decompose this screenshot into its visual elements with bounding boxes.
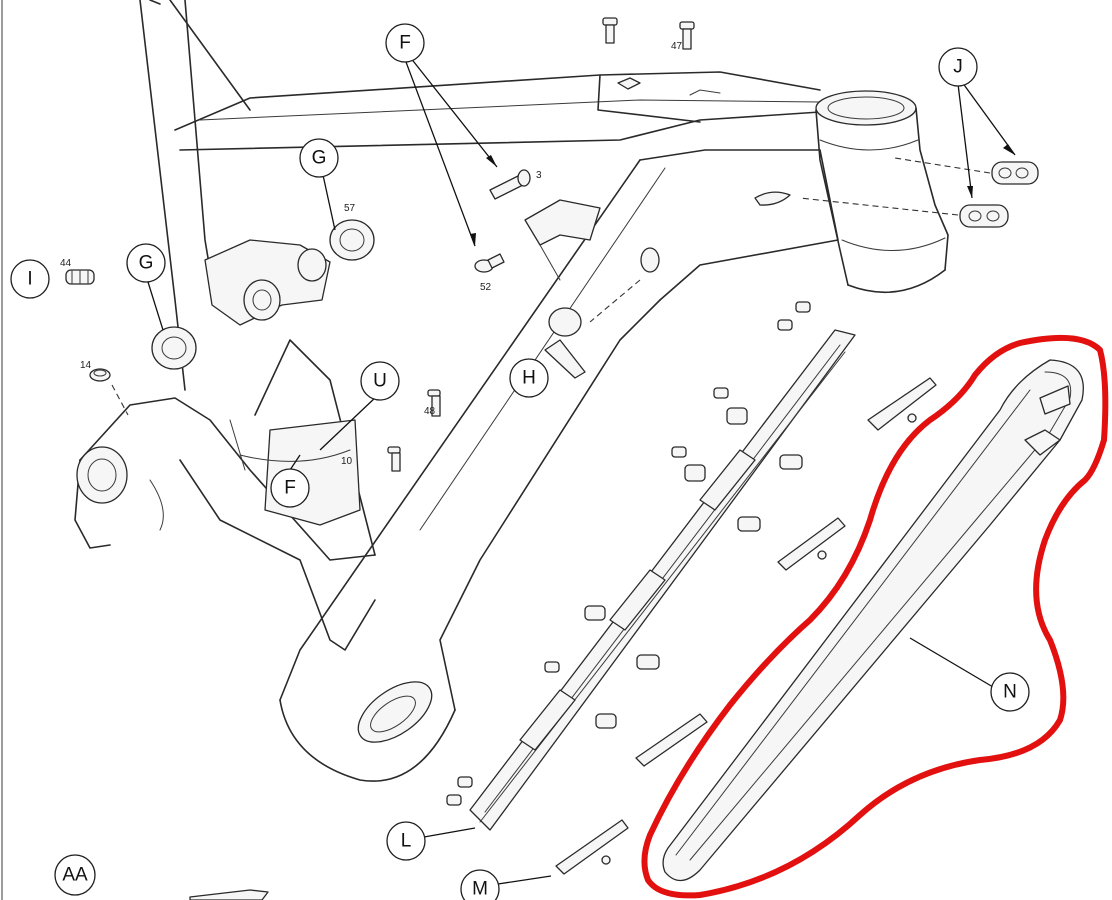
callout-F-top: F (385, 23, 425, 63)
grommet-14 (89, 368, 111, 382)
bushing-44 (65, 269, 95, 285)
part-number-14: 14 (80, 360, 92, 371)
part-number-44: 44 (60, 258, 72, 269)
rail-hardware (446, 301, 811, 806)
callout-H: H (509, 358, 549, 398)
callout-I: I (10, 259, 50, 299)
down-tube (279, 149, 839, 782)
bottom-bracket-area (74, 339, 376, 651)
bolt-52 (474, 253, 505, 273)
part-number-10: 10 (341, 456, 353, 467)
part-number-52: 52 (480, 282, 492, 293)
arrowhead (470, 233, 476, 246)
seat-tube (139, 0, 251, 391)
rocker-link (204, 239, 331, 326)
arrowhead (486, 155, 497, 167)
callout-N: N (990, 672, 1030, 712)
battery-clips (555, 377, 937, 875)
svg-text:I: I (27, 269, 32, 290)
arrowhead (1003, 144, 1015, 155)
callout-F-lower: F (270, 468, 310, 508)
head-tube (815, 90, 949, 294)
top-tube (174, 71, 821, 151)
callout-G-upper: G (299, 138, 339, 178)
partial-bolt-bottom (189, 889, 269, 900)
callout-G-lower: G (126, 243, 166, 283)
svg-text:J: J (953, 57, 963, 78)
bearing-57 (329, 219, 375, 261)
cable-port-h (544, 307, 586, 379)
axle-pin-3 (489, 169, 531, 200)
red-highlight-outline (641, 334, 1109, 899)
bolt-48 (427, 389, 441, 417)
svg-text:U: U (373, 371, 387, 392)
callout-L: L (386, 821, 426, 861)
callout-J: J (938, 47, 978, 87)
svg-text:M: M (472, 879, 488, 900)
bolt-47 (679, 21, 695, 50)
bolt-top-1 (602, 17, 618, 44)
svg-text:N: N (1003, 682, 1017, 703)
battery-rail (469, 329, 856, 831)
part-number-57: 57 (344, 203, 356, 214)
svg-text:L: L (401, 831, 412, 852)
svg-text:G: G (139, 253, 154, 274)
arrowhead (967, 186, 973, 198)
part-number-47: 47 (671, 41, 683, 52)
part-number-48: 48 (424, 406, 436, 417)
leader-lines (147, 56, 1016, 885)
svg-text:H: H (522, 368, 536, 389)
battery-cover-n (662, 359, 1084, 882)
bearing-lower (151, 326, 197, 370)
part-number-3: 3 (536, 170, 542, 181)
svg-text:F: F (399, 33, 411, 54)
cable-grommets-j (959, 161, 1039, 228)
callout-U: U (360, 361, 400, 401)
callout-AA: AA (54, 854, 96, 896)
svg-text:G: G (312, 148, 327, 169)
callout-M: M (460, 869, 500, 900)
bolt-u (387, 446, 401, 472)
cable-guide-plate (524, 199, 601, 281)
svg-text:F: F (284, 478, 296, 499)
svg-text:AA: AA (62, 865, 88, 886)
assembly-lines (111, 157, 991, 416)
